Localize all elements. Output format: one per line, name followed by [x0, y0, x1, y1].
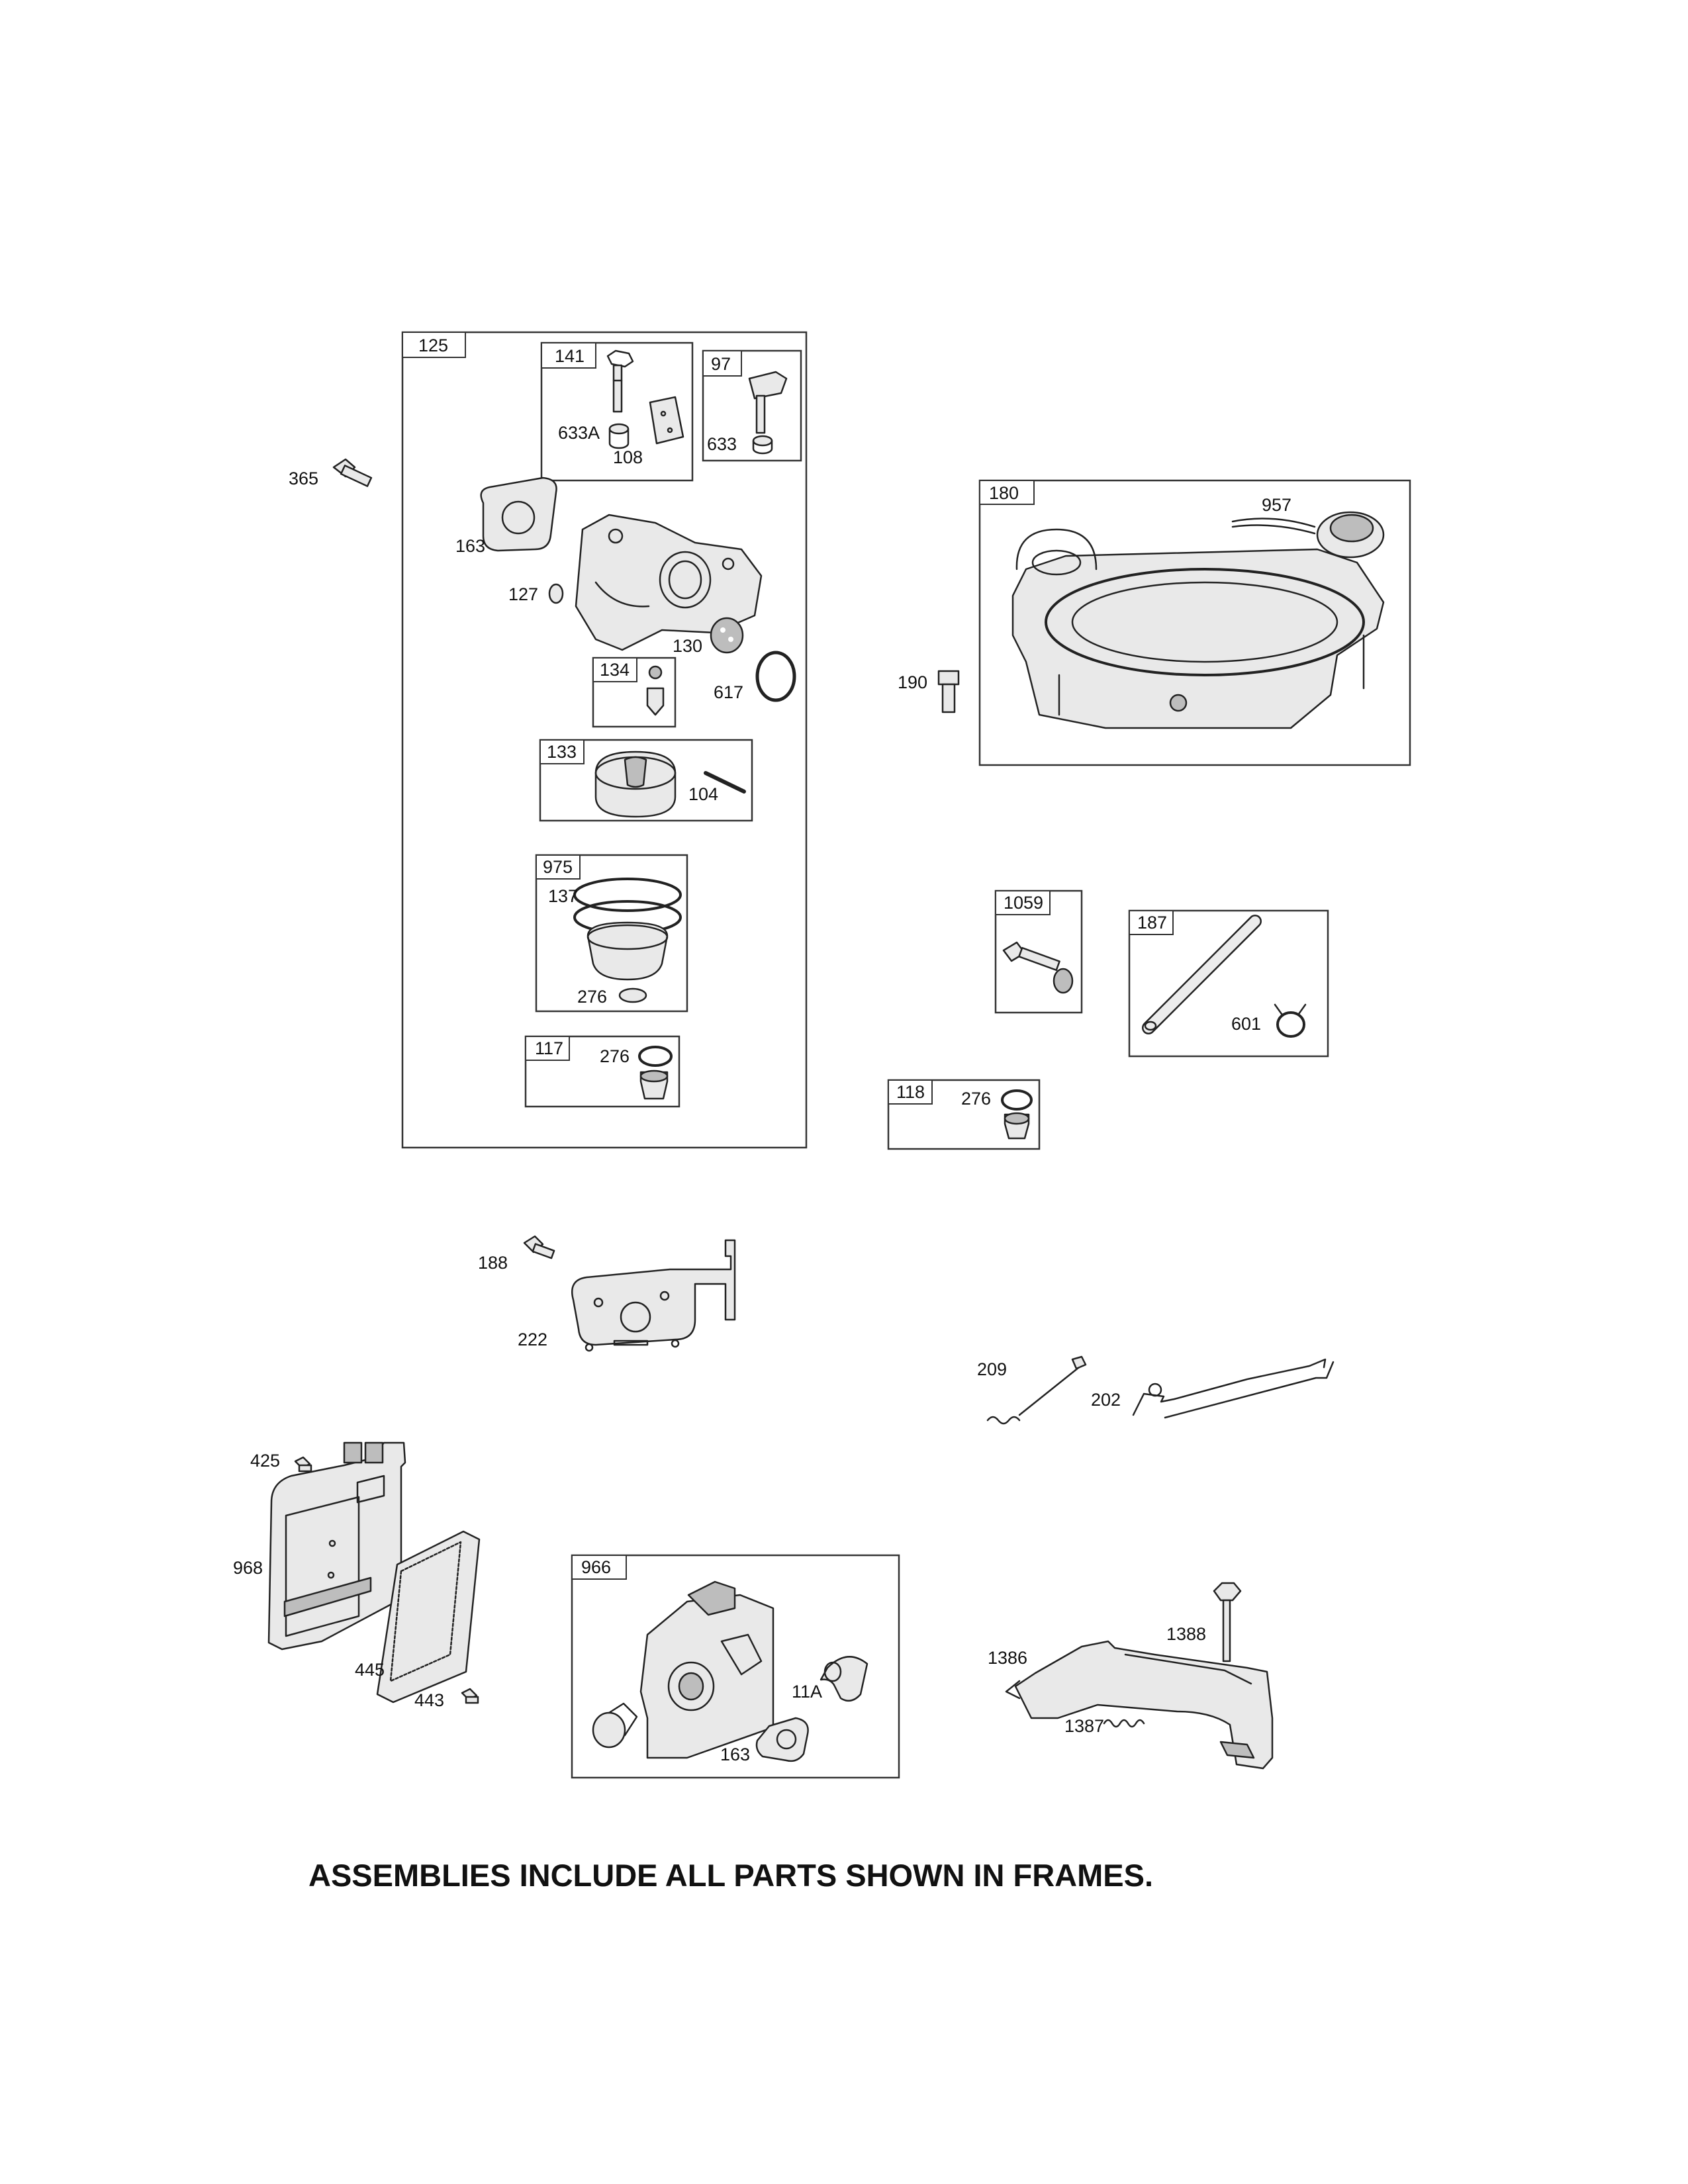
- bracket-1386-part: [1005, 1640, 1274, 1770]
- frame-141: 141 633A 108: [540, 341, 694, 482]
- label-190: 190: [898, 672, 927, 692]
- throttle-shaft-part: [748, 371, 788, 434]
- assemblies-note: ASSEMBLIES INCLUDE ALL PARTS SHOWN IN FR…: [308, 1858, 1153, 1893]
- frame-134: 134: [592, 657, 677, 728]
- float-133-part: [594, 751, 677, 818]
- spring-1387-part: [1103, 1719, 1145, 1728]
- frame-97: 97 633: [702, 349, 802, 462]
- frame-97-label: 97: [711, 354, 731, 374]
- frame-117: 117 276: [524, 1035, 680, 1108]
- frame-133: 133 104: [539, 739, 753, 822]
- label-445: 445: [355, 1660, 385, 1680]
- frame-117-label: 117: [535, 1038, 563, 1058]
- label-443: 443: [414, 1690, 444, 1710]
- gasket-163-966-part: [755, 1717, 809, 1762]
- label-365: 365: [289, 469, 318, 488]
- label-633: 633: [707, 434, 737, 454]
- spring-209-part: [986, 1355, 1087, 1425]
- carb-assembly-966-part: [592, 1580, 774, 1759]
- seal-633-part: [752, 435, 773, 455]
- label-127: 127: [508, 584, 538, 604]
- float-bowl-part: [573, 878, 682, 1003]
- oring-127-part: [548, 583, 564, 604]
- elbow-11A-part: [820, 1656, 868, 1702]
- frame-134-label: 134: [600, 660, 630, 680]
- spring-633A-part: [608, 423, 630, 449]
- label-276-bowl: 276: [577, 987, 607, 1007]
- frame-125-label: 125: [418, 336, 448, 355]
- screw-1388-part: [1213, 1582, 1242, 1662]
- frame-975: 975 137 276: [535, 854, 688, 1013]
- air-filter-445-part: [376, 1530, 481, 1704]
- label-957: 957: [1262, 495, 1291, 515]
- label-633A: 633A: [558, 423, 600, 443]
- idle-mixture-screw-part: [606, 349, 634, 413]
- label-209: 209: [977, 1359, 1007, 1379]
- label-968: 968: [233, 1558, 263, 1578]
- clamp-601-part: [1274, 1003, 1307, 1038]
- label-1387: 1387: [1064, 1716, 1104, 1736]
- screw-443-part: [461, 1688, 479, 1704]
- fuel-cap-957-part: [1231, 511, 1385, 559]
- frame-1059: 1059: [994, 889, 1083, 1014]
- bolt-365-part: [332, 458, 373, 487]
- label-130: 130: [673, 636, 702, 656]
- frame-125: 125 141 633A 108: [401, 331, 808, 1149]
- label-1388: 1388: [1166, 1624, 1206, 1644]
- label-1386: 1386: [988, 1648, 1027, 1668]
- label-163-966: 163: [720, 1745, 750, 1764]
- frame-975-label: 975: [543, 857, 573, 877]
- oring-617-part: [755, 651, 796, 702]
- gasket-163-part: [480, 477, 557, 552]
- frame-187: 187 601: [1128, 909, 1329, 1058]
- label-104: 104: [688, 784, 718, 804]
- label-617: 617: [714, 682, 743, 702]
- frame-180: 180 957: [978, 479, 1411, 766]
- link-202-part: [1132, 1358, 1335, 1419]
- screw-425-part: [294, 1456, 312, 1473]
- bolt-190-part: [937, 670, 960, 713]
- label-202: 202: [1091, 1390, 1121, 1410]
- fuel-tank-part: [1011, 528, 1385, 729]
- frame-1059-label: 1059: [1004, 893, 1043, 913]
- gasket-108-part: [649, 396, 684, 445]
- label-601: 601: [1231, 1014, 1261, 1034]
- bolt-188-part: [523, 1235, 555, 1259]
- bracket-222-part: [571, 1239, 736, 1352]
- carburetor-body-part: [575, 514, 763, 651]
- label-11A: 11A: [792, 1682, 822, 1702]
- label-222: 222: [518, 1330, 547, 1349]
- label-425: 425: [250, 1451, 280, 1471]
- label-188: 188: [478, 1253, 508, 1273]
- label-137: 137: [548, 886, 578, 906]
- bowl-nut-part: [638, 1046, 673, 1100]
- frame-141-label: 141: [555, 346, 585, 366]
- label-108: 108: [613, 447, 643, 467]
- float-needle-part: [646, 665, 665, 716]
- label-163-carb: 163: [455, 536, 485, 556]
- frame-133-label: 133: [547, 742, 577, 762]
- frame-966-label: 966: [581, 1557, 611, 1577]
- drain-plug-118-part: [1001, 1089, 1033, 1140]
- air-filter-base-968-part: [267, 1441, 406, 1651]
- label-276-117: 276: [600, 1046, 630, 1066]
- frame-966: 966 11A 163: [571, 1554, 900, 1779]
- screw-1059-part: [1002, 941, 1074, 994]
- frame-118-label: 118: [896, 1082, 925, 1102]
- frame-180-label: 180: [989, 483, 1019, 503]
- frame-187-label: 187: [1137, 913, 1167, 933]
- label-276-118: 276: [961, 1089, 991, 1109]
- frame-118: 118 276: [887, 1079, 1041, 1150]
- fuel-line-part: [1142, 915, 1262, 1034]
- jet-130-part: [710, 617, 744, 654]
